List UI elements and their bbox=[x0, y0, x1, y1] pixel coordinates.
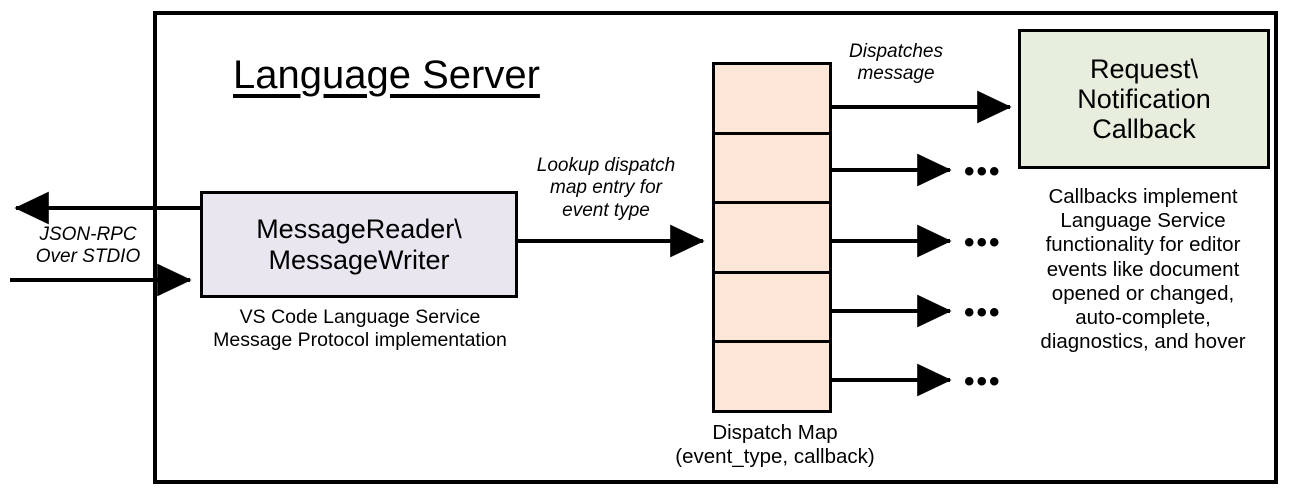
ellipsis-row-2: ••• bbox=[964, 155, 1002, 188]
jsonrpc-transport-label: JSON-RPC Over STDIO bbox=[35, 224, 141, 268]
dispatch-map-caption: Dispatch Map (event_type, callback) bbox=[675, 421, 875, 469]
page-title: Language Server bbox=[233, 53, 540, 97]
message-reader-writer-label: MessageReader\ MessageWriter bbox=[256, 214, 462, 275]
dispatches-message-label: Dispatches message bbox=[849, 41, 943, 85]
lookup-dispatch-label: Lookup dispatch map entry for event type bbox=[536, 155, 676, 221]
message-reader-writer-caption: VS Code Language Service Message Protoco… bbox=[213, 306, 507, 351]
dispatch-map-row[interactable] bbox=[715, 274, 829, 344]
dispatch-map-row[interactable] bbox=[715, 343, 829, 410]
message-reader-writer-box[interactable]: MessageReader\ MessageWriter bbox=[200, 191, 518, 298]
dispatch-map-row[interactable] bbox=[715, 204, 829, 274]
callback-description: Callbacks implement Language Service fun… bbox=[1040, 185, 1246, 354]
request-notification-callback-label: Request\ Notification Callback bbox=[1077, 53, 1211, 145]
request-notification-callback-box[interactable]: Request\ Notification Callback bbox=[1018, 29, 1270, 169]
language-server-boundary bbox=[153, 11, 1278, 484]
dispatch-map-table[interactable] bbox=[712, 62, 832, 413]
dispatch-map-row[interactable] bbox=[715, 135, 829, 205]
ellipsis-row-4: ••• bbox=[964, 296, 1002, 329]
dispatch-map-row[interactable] bbox=[715, 65, 829, 135]
ellipsis-row-3: ••• bbox=[964, 226, 1002, 259]
ellipsis-row-5: ••• bbox=[964, 365, 1002, 398]
